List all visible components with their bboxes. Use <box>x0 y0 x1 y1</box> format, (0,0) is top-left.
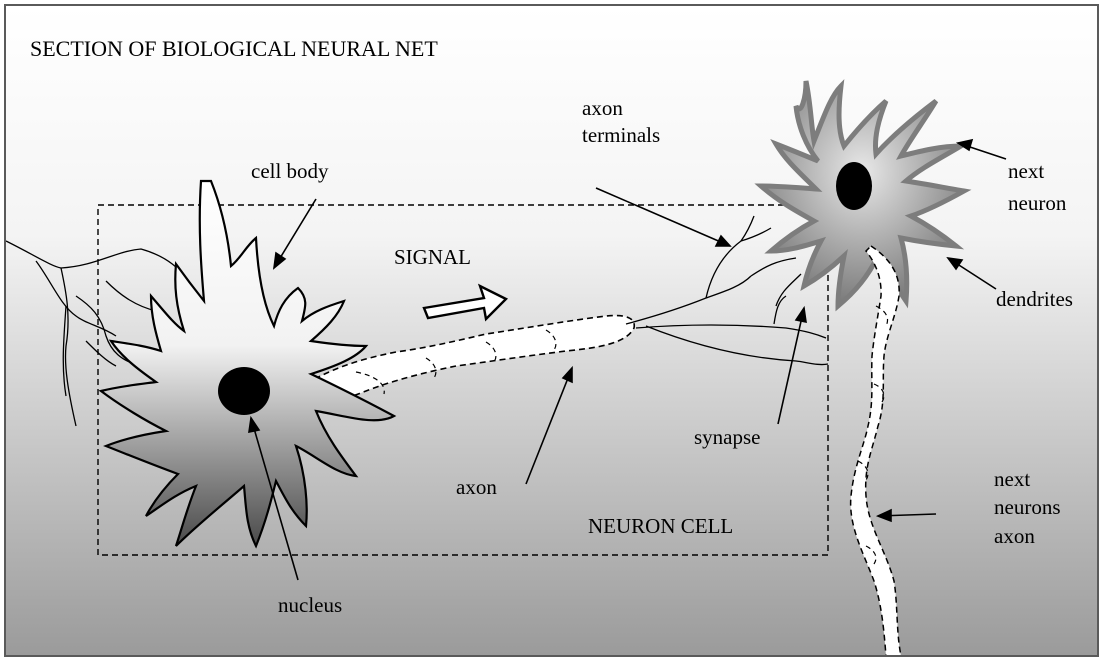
label-next-axon-line2: neurons <box>994 495 1061 519</box>
label-dendrites: dendrites <box>996 287 1073 311</box>
diagram-title: SECTION OF BIOLOGICAL NEURAL NET <box>30 36 438 61</box>
label-next-neuron-line2: neuron <box>1008 191 1067 215</box>
label-next-axon-line3: axon <box>994 524 1035 548</box>
label-synapse: synapse <box>694 425 761 449</box>
label-neuron-cell: NEURON CELL <box>588 514 733 538</box>
label-axon-terminals-line1: axon <box>582 96 623 120</box>
main-nucleus <box>218 367 270 415</box>
label-next-neuron-line1: next <box>1008 159 1044 183</box>
neural-net-diagram: SECTION OF BIOLOGICAL NEURAL NET cell bo… <box>6 6 1099 657</box>
label-axon: axon <box>456 475 497 499</box>
diagram-frame: SECTION OF BIOLOGICAL NEURAL NET cell bo… <box>4 4 1099 657</box>
label-signal: SIGNAL <box>394 245 471 269</box>
label-cell-body: cell body <box>251 159 329 183</box>
next-neuron-nucleus <box>836 162 872 210</box>
label-next-axon-line1: next <box>994 467 1030 491</box>
label-nucleus: nucleus <box>278 593 342 617</box>
label-axon-terminals-line2: terminals <box>582 123 660 147</box>
